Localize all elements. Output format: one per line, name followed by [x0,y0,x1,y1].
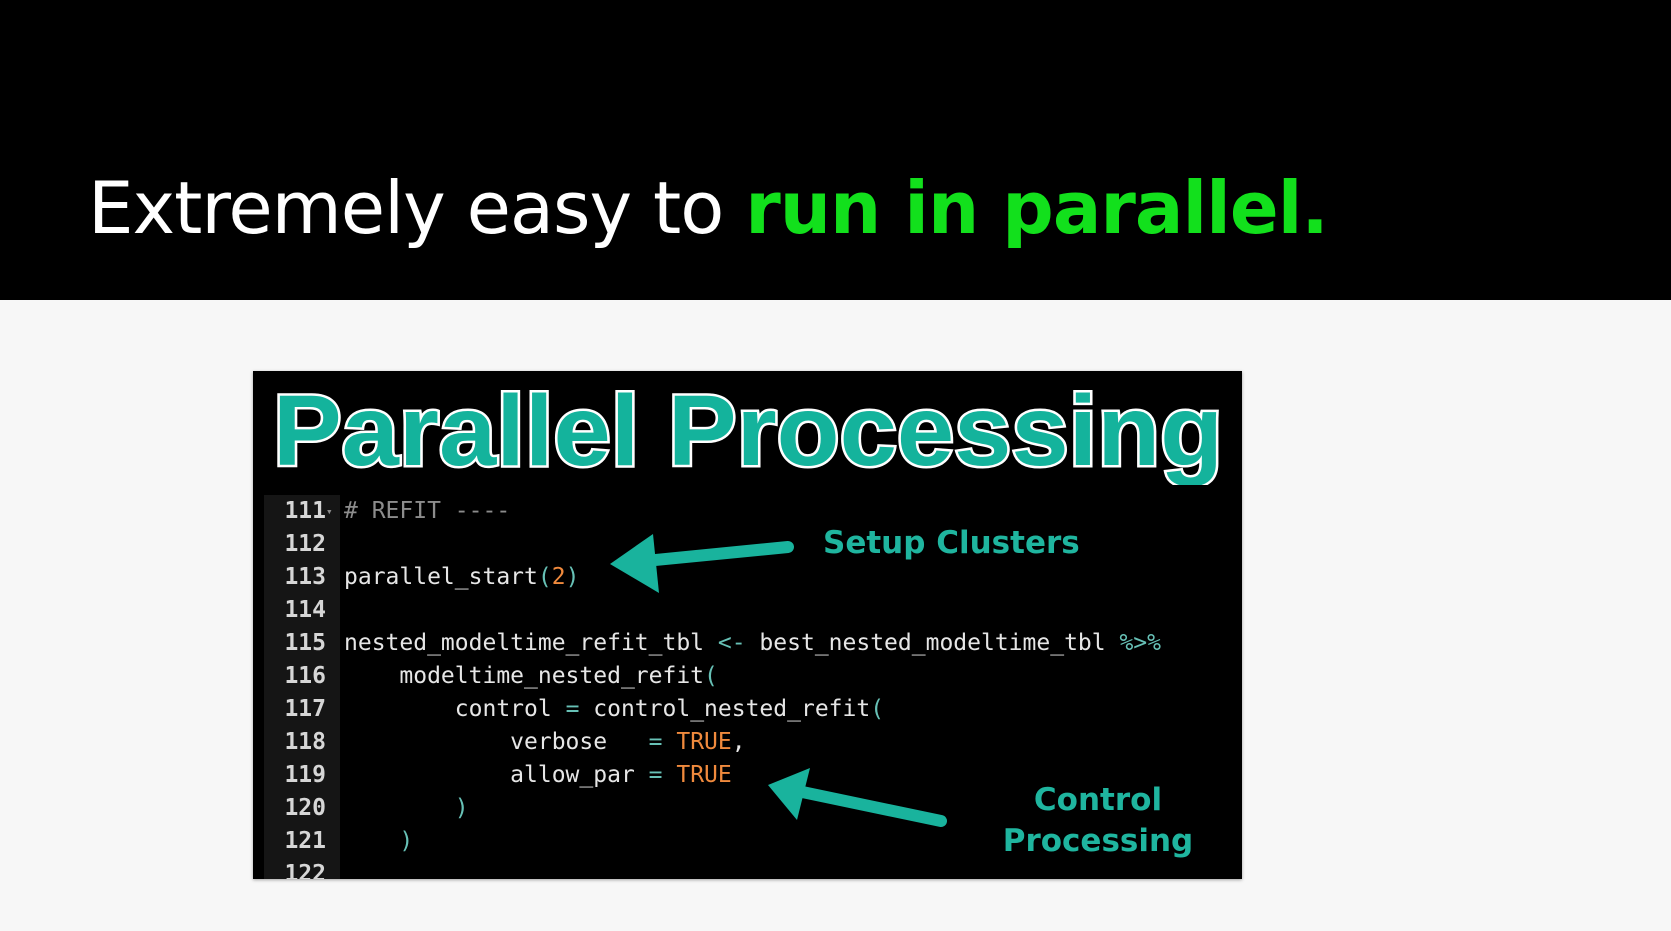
annotation-control-line2: Processing [1002,823,1194,859]
fold-toggle-icon[interactable]: ▾ [326,505,333,518]
code-token: %>% [1119,630,1161,656]
arrow-control-processing [768,768,947,827]
code-token: best_nested_modeltime_tbl [745,630,1120,656]
code-token: control_nested_refit [579,696,871,722]
annotation-control-processing: Control Processing [953,780,1242,862]
code-token: control [344,696,566,722]
code-screenshot: Parallel Processing 111▾ # REFIT ---- 112 1… [253,371,1242,879]
line-number: 120 [284,795,326,821]
code-text: control = control_nested_refit( [344,693,884,726]
line-number: 117 [284,696,326,722]
code-token: , [731,729,746,755]
code-text: # REFIT ---- [344,495,510,528]
line-number: 113 [284,564,326,590]
line-number-gutter [264,495,340,879]
code-token: = [648,762,663,788]
code-token: verbose [344,729,649,755]
code-token: parallel_start [344,564,538,590]
line-number: 121 [284,828,326,854]
code-text: modeltime_nested_refit( [344,660,718,693]
code-token: modeltime_nested_refit [344,663,705,689]
code-token: = [565,696,580,722]
code-text: ) [344,792,469,825]
line-number: 122 [284,861,326,879]
title-prefix: Extremely easy to [88,166,746,250]
arrow-setup-clusters [610,534,794,593]
banner-text: Parallel Processing [273,375,1223,485]
code-token: TRUE [676,729,732,755]
line-number: 115 [284,630,326,656]
code-text: verbose = TRUE, [344,726,746,759]
line-number: 119 [284,762,326,788]
slide-header: Extremely easy to run in parallel. [0,0,1671,300]
annotation-setup-clusters: Setup Clusters [823,525,1080,561]
banner-title: Parallel Processing [271,375,1226,485]
code-token: nested_modeltime_refit_tbl [344,630,718,656]
line-number: 118 [284,729,326,755]
slide-title: Extremely easy to run in parallel. [88,160,1329,256]
code-token: # REFIT ---- [344,498,511,524]
code-text: allow_par = TRUE [344,759,732,792]
code-text: nested_modeltime_refit_tbl <- best_neste… [344,627,1161,660]
title-accent: run in parallel. [745,166,1329,250]
code-text: ) [344,825,413,858]
code-token: 2 [551,564,566,590]
code-token: ( [537,564,552,590]
code-token: ) [344,795,469,821]
code-token: allow_par [344,762,649,788]
code-token: ) [344,828,414,854]
code-text: parallel_start(2) [344,561,579,594]
code-token: ( [870,696,885,722]
line-number: 116 [284,663,326,689]
line-number: 114 [284,597,326,623]
code-token: TRUE [676,762,732,788]
code-token: ) [565,564,580,590]
code-token: <- [717,630,746,656]
code-token: = [648,729,663,755]
line-number: 111 [284,498,326,524]
arrows-layer [610,534,947,827]
line-number: 112 [284,531,326,557]
code-token: ( [704,663,718,689]
annotation-control-line1: Control [1033,782,1163,818]
